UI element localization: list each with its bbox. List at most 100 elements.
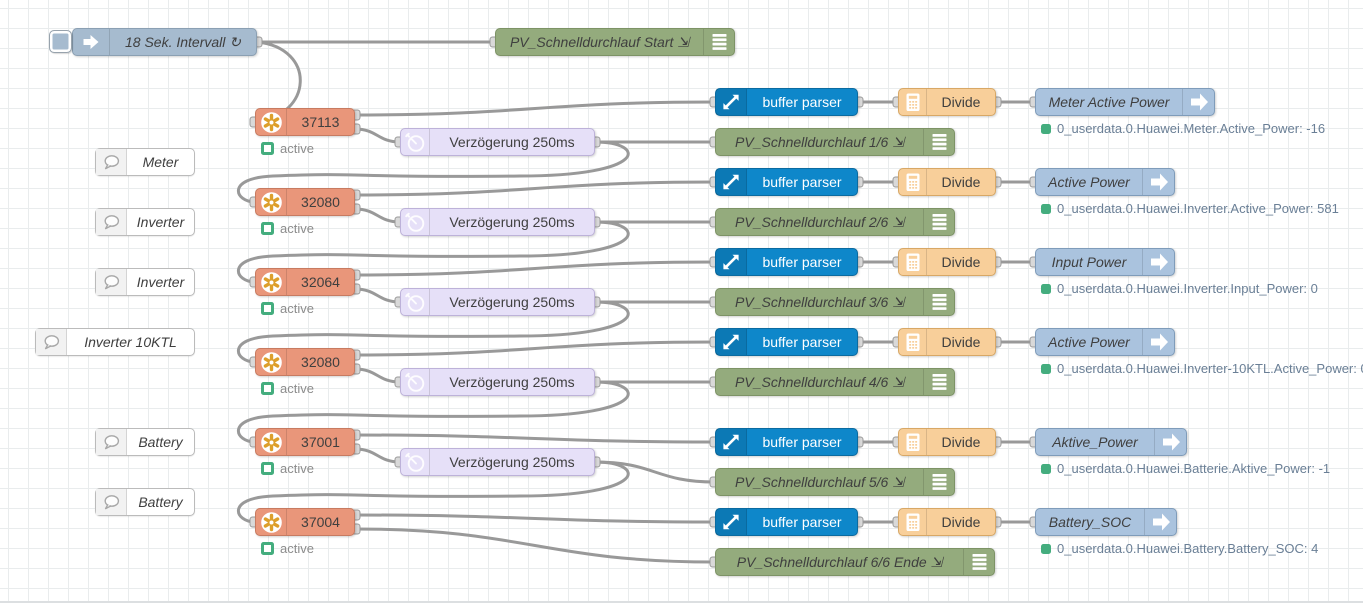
status-dot-icon <box>1041 123 1051 134</box>
comment-bubble-icon <box>96 149 127 175</box>
link-out-pv-schnelldurchlauf-6-6-ende[interactable]: PV_Schnelldurchlauf 6/6 Ende ⇲ <box>715 548 995 576</box>
status-dot-icon <box>1041 203 1051 214</box>
comment-battery-2[interactable]: Battery <box>95 488 195 516</box>
comment-meter[interactable]: Meter <box>95 148 195 176</box>
iobroker-out-battery-soc[interactable]: Battery_SOC <box>1035 508 1177 536</box>
status-text: active <box>280 301 314 316</box>
node-status: active <box>261 381 314 396</box>
node-label: Meter <box>142 154 179 170</box>
node-label: Divide <box>941 514 981 530</box>
node-label: buffer parser <box>762 174 842 190</box>
iobroker-out-inverter-input-power[interactable]: Input Power <box>1035 248 1175 276</box>
node-label: Divide <box>941 334 981 350</box>
node-status: 0_userdata.0.Huawei.Inverter.Input_Power… <box>1041 281 1318 296</box>
link-out-pv-schnelldurchlauf-3-6[interactable]: PV_Schnelldurchlauf 3/6 ⇲ <box>715 288 955 316</box>
comment-inverter-10ktl[interactable]: Inverter 10KTL <box>35 328 195 356</box>
buffer-parser-6[interactable]: buffer parser <box>715 508 858 536</box>
divide-5[interactable]: Divide <box>898 428 996 456</box>
expand-icon <box>716 249 747 275</box>
iobroker-out-batterie-aktive-power[interactable]: Aktive_Power <box>1035 428 1187 456</box>
arrow-right-icon <box>1142 329 1174 355</box>
link-out-pv-schnelldurchlauf-1-6[interactable]: PV_Schnelldurchlauf 1/6 ⇲ <box>715 128 955 156</box>
delay-250ms-2[interactable]: Verzögerung 250ms <box>400 208 595 236</box>
wire[interactable] <box>353 513 717 524</box>
delay-250ms-5[interactable]: Verzögerung 250ms <box>400 448 595 476</box>
buffer-parser-2[interactable]: buffer parser <box>715 168 858 196</box>
link-out-pv-schnelldurchlauf-5-6[interactable]: PV_Schnelldurchlauf 5/6 ⇲ <box>715 468 955 496</box>
comment-inverter-1[interactable]: Inverter <box>95 208 195 236</box>
wire[interactable] <box>353 287 402 304</box>
divide-1[interactable]: Divide <box>898 88 996 116</box>
divide-6[interactable]: Divide <box>898 508 996 536</box>
iobroker-out-meter-active-power[interactable]: Meter Active Power <box>1035 88 1215 116</box>
inject-arrow-icon <box>73 29 110 55</box>
buffer-parser-3[interactable]: buffer parser <box>715 248 858 276</box>
inject-node-18s-interval[interactable]: 18 Sek. Intervall ↻ <box>72 28 257 56</box>
iobroker-out-inverter-active-power[interactable]: Active Power <box>1035 168 1175 196</box>
expand-icon <box>716 509 747 535</box>
wire[interactable] <box>353 367 402 384</box>
node-label: 32080 <box>301 194 340 210</box>
modbus-read-37113[interactable]: 37113 <box>255 108 355 136</box>
divide-4[interactable]: Divide <box>898 328 996 356</box>
link-out-pv-schnelldurchlauf-start[interactable]: PV_Schnelldurchlauf Start ⇲ <box>495 28 735 56</box>
list-icon <box>923 289 954 315</box>
wire[interactable] <box>353 433 717 444</box>
wire[interactable] <box>353 260 717 277</box>
arrow-right-icon <box>1182 89 1214 115</box>
wire[interactable] <box>353 100 717 117</box>
modbus-read-32080-a[interactable]: 32080 <box>255 188 355 216</box>
link-out-pv-schnelldurchlauf-2-6[interactable]: PV_Schnelldurchlauf 2/6 ⇲ <box>715 208 955 236</box>
list-icon <box>923 469 954 495</box>
status-dot-icon <box>1041 363 1051 374</box>
wire[interactable] <box>353 127 402 144</box>
inject-button[interactable] <box>49 30 72 53</box>
node-label: Aktive_Power <box>1052 434 1138 450</box>
modbus-read-37004[interactable]: 37004 <box>255 508 355 536</box>
wire[interactable] <box>237 220 630 284</box>
comment-battery-1[interactable]: Battery <box>95 428 195 456</box>
wire[interactable] <box>353 527 717 564</box>
buffer-parser-1[interactable]: buffer parser <box>715 88 858 116</box>
delay-250ms-3[interactable]: Verzögerung 250ms <box>400 288 595 316</box>
modbus-read-32064[interactable]: 32064 <box>255 268 355 296</box>
status-ring-icon <box>261 142 274 155</box>
iobroker-out-inverter-10ktl-active-power[interactable]: Active Power <box>1035 328 1175 356</box>
arrow-right-icon <box>1154 429 1186 455</box>
node-label: Verzögerung 250ms <box>449 374 575 390</box>
node-label: Divide <box>941 434 981 450</box>
node-label: 37001 <box>301 434 340 450</box>
node-label: Inverter <box>136 274 185 290</box>
node-label: Battery_SOC <box>1048 514 1132 530</box>
divide-3[interactable]: Divide <box>898 248 996 276</box>
delay-250ms-1[interactable]: Verzögerung 250ms <box>400 128 595 156</box>
node-status: active <box>261 541 314 556</box>
modbus-read-32080-b[interactable]: 32080 <box>255 348 355 376</box>
node-label: 32080 <box>301 354 340 370</box>
node-label: PV_Schnelldurchlauf 2/6 ⇲ <box>735 213 904 230</box>
modbus-flower-icon <box>256 109 287 135</box>
comment-inverter-2[interactable]: Inverter <box>95 268 195 296</box>
node-label: Verzögerung 250ms <box>449 134 575 150</box>
buffer-parser-5[interactable]: buffer parser <box>715 428 858 456</box>
modbus-read-37001[interactable]: 37001 <box>255 428 355 456</box>
wire[interactable] <box>353 180 717 197</box>
wire[interactable] <box>237 380 630 444</box>
wire[interactable] <box>237 140 630 204</box>
wire[interactable] <box>353 447 402 464</box>
expand-icon <box>716 329 747 355</box>
buffer-parser-4[interactable]: buffer parser <box>715 328 858 356</box>
calculator-icon <box>899 89 927 115</box>
wire[interactable] <box>353 207 402 224</box>
link-out-pv-schnelldurchlauf-4-6[interactable]: PV_Schnelldurchlauf 4/6 ⇲ <box>715 368 955 396</box>
divide-2[interactable]: Divide <box>898 168 996 196</box>
canvas-bottom-edge <box>0 601 1363 603</box>
node-label: 18 Sek. Intervall ↻ <box>124 33 241 50</box>
status-dot-icon <box>1041 543 1051 554</box>
wire[interactable] <box>353 340 717 357</box>
wire[interactable] <box>237 300 630 364</box>
delay-250ms-4[interactable]: Verzögerung 250ms <box>400 368 595 396</box>
wire[interactable] <box>237 460 630 524</box>
expand-icon <box>716 169 747 195</box>
